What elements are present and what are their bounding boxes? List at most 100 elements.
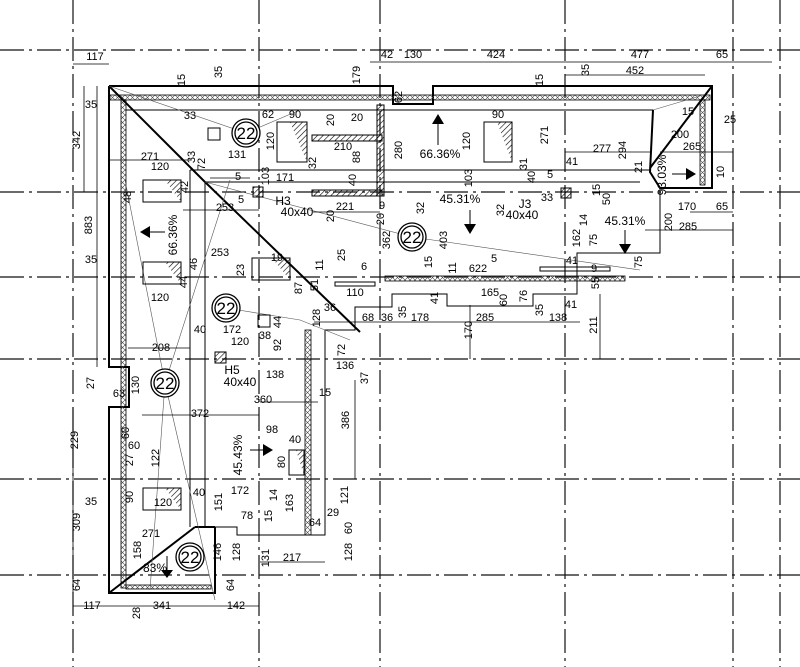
dimension-label: 120 bbox=[231, 336, 249, 348]
dimension-label: 210 bbox=[334, 141, 352, 153]
dimension-label: 62 bbox=[262, 109, 274, 121]
dimension-label: 40 bbox=[347, 174, 359, 186]
dimension-label: 424 bbox=[487, 49, 505, 61]
dimension-label: 35 bbox=[85, 99, 97, 111]
dimension-label: 117 bbox=[86, 51, 104, 63]
dimension-label: 36 bbox=[324, 302, 336, 314]
dimension-label: 65 bbox=[716, 49, 728, 61]
dimension-label: 217 bbox=[283, 552, 301, 564]
dimension-label: 277 bbox=[593, 143, 611, 155]
dimension-label: 138 bbox=[549, 312, 567, 324]
dimension-label: 32 bbox=[495, 204, 507, 216]
dimension-label: 41 bbox=[566, 255, 578, 267]
dimension-label: 6 bbox=[361, 261, 367, 273]
dimension-label: 41 bbox=[566, 156, 578, 168]
chimney-h5 bbox=[214, 351, 227, 364]
dimension-label: 271 bbox=[141, 151, 159, 163]
dimension-label: 40 bbox=[194, 324, 206, 336]
dimension-label: 9 bbox=[379, 200, 385, 212]
slope-label: 66.36% bbox=[420, 147, 461, 161]
slope-label: 66.36% bbox=[166, 214, 180, 255]
arrow-down-icon bbox=[464, 210, 476, 234]
dimension-label: 72 bbox=[336, 344, 348, 356]
slope-label: 93.03% bbox=[655, 154, 669, 195]
roof-type-mark: 22 bbox=[397, 222, 427, 252]
dimension-label: 40 bbox=[289, 434, 301, 446]
dimension-label: 15 bbox=[591, 184, 603, 196]
dimension-label: 51 bbox=[309, 279, 321, 291]
dimension-label: 120 bbox=[154, 497, 172, 509]
dimension-label: 622 bbox=[469, 263, 487, 275]
dimension-label: 120 bbox=[265, 132, 277, 150]
dimension-label: 33 bbox=[541, 192, 553, 204]
slope-label: 83% bbox=[143, 561, 167, 575]
dimension-label: 75 bbox=[588, 234, 600, 246]
dimension-label: 170 bbox=[678, 201, 696, 213]
dimension-label: 90 bbox=[124, 491, 136, 503]
dimension-label: 136 bbox=[336, 360, 354, 372]
dimension-label: 80 bbox=[276, 456, 288, 468]
slope-label: 45.43% bbox=[231, 434, 245, 475]
dimension-label: 280 bbox=[393, 141, 405, 159]
arrow-right-icon bbox=[672, 168, 696, 180]
dimension-label: 28 bbox=[131, 607, 143, 619]
dimension-label: 200 bbox=[663, 213, 675, 231]
dimension-label: 55 bbox=[590, 277, 602, 289]
dimension-label: 341 bbox=[153, 600, 171, 612]
dimension-label: 29 bbox=[327, 507, 339, 519]
dimension-label: 20 bbox=[325, 114, 337, 126]
dimension-label: 35 bbox=[397, 306, 409, 318]
arrow-right-icon bbox=[250, 444, 273, 456]
dimension-label: 122 bbox=[150, 449, 162, 467]
roof-type-mark: 22 bbox=[175, 542, 205, 572]
dimension-label: 35 bbox=[534, 304, 546, 316]
chimney-j3 bbox=[560, 187, 572, 199]
dimension-label: 128 bbox=[343, 543, 355, 561]
dimension-label: 20 bbox=[351, 112, 363, 124]
dimension-label: 36 bbox=[381, 312, 393, 324]
dimension-label: 60 bbox=[120, 427, 132, 439]
chimney-size-label: 40x40 bbox=[506, 208, 539, 222]
dimension-label: 98 bbox=[266, 424, 278, 436]
dimension-label: 33 bbox=[186, 151, 198, 163]
dimension-label: 170 bbox=[463, 321, 475, 339]
arrow-left-icon bbox=[140, 226, 165, 238]
slope-arrows bbox=[140, 114, 696, 578]
dimension-label: 172 bbox=[223, 324, 241, 336]
chimneys bbox=[214, 104, 572, 364]
dimension-label: 87 bbox=[293, 282, 305, 294]
dimension-label: 294 bbox=[617, 141, 629, 159]
dimension-label: 60 bbox=[128, 440, 140, 452]
dimension-label: 44 bbox=[178, 276, 190, 288]
dimension-label: 309 bbox=[71, 513, 83, 531]
chimney-id-label: H3 bbox=[275, 194, 291, 208]
dimension-label: 342 bbox=[71, 131, 83, 149]
chimney-h3 bbox=[252, 186, 264, 198]
dimension-label: 25 bbox=[724, 114, 736, 126]
dimension-label: 171 bbox=[276, 172, 294, 184]
dimension-label: 64 bbox=[71, 579, 83, 591]
dimension-label: 178 bbox=[411, 312, 429, 324]
dimension-label: 21 bbox=[633, 161, 645, 173]
dimension-label: 229 bbox=[69, 431, 81, 449]
dimension-label: 271 bbox=[539, 126, 551, 144]
dimension-label: 362 bbox=[381, 231, 393, 249]
dimension-label: 32 bbox=[415, 202, 427, 214]
dimension-label: 110 bbox=[346, 287, 364, 299]
dimension-label: 120 bbox=[151, 292, 169, 304]
dimension-label: 5 bbox=[547, 169, 553, 181]
dimension-label: 265 bbox=[683, 141, 701, 153]
dimension-label: 25 bbox=[336, 249, 348, 261]
roof-type-number: 22 bbox=[217, 299, 236, 318]
dimension-label: 78 bbox=[241, 510, 253, 522]
dimension-label: 38 bbox=[259, 330, 271, 342]
arrow-down-icon bbox=[619, 230, 631, 254]
dimension-label: 64 bbox=[225, 579, 237, 591]
dimension-label: 42 bbox=[179, 181, 191, 193]
roof-type-number: 22 bbox=[403, 228, 422, 247]
chimney-size-label: 40x40 bbox=[224, 375, 257, 389]
dimension-label: 128 bbox=[231, 543, 243, 561]
dimension-label: 88 bbox=[351, 151, 363, 163]
dimension-label: 50 bbox=[601, 193, 613, 205]
